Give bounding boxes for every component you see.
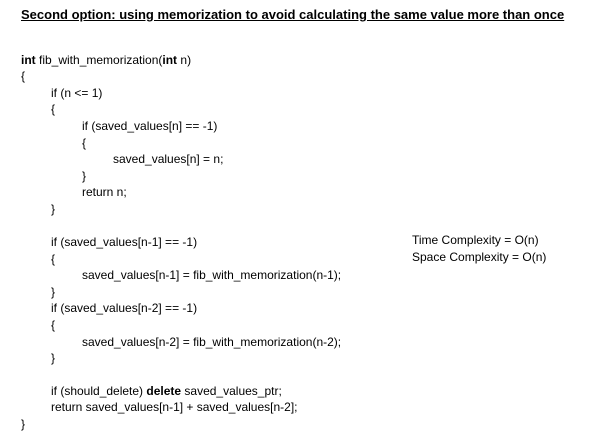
delete-line: if (should_delete) delete saved_values_p… (51, 384, 282, 398)
code-line: } (51, 351, 56, 365)
code-line: saved_values[n] = n; (113, 152, 224, 166)
code-line: saved_values[n-2] = fib_with_memorizatio… (82, 335, 342, 349)
signature-param: n) (177, 53, 192, 67)
code-line: } (82, 169, 87, 183)
time-complexity: Time Complexity = O(n) (412, 233, 539, 247)
code-line: if (saved_values[n-1] == -1) (51, 235, 198, 249)
code-line: { (21, 69, 26, 83)
keyword-delete: delete (146, 384, 182, 398)
function-signature: int fib_with_memorization(int n) (21, 53, 191, 67)
delete-condition: if (should_delete) (51, 384, 147, 398)
code-line: { (82, 136, 87, 150)
code-line: { (51, 318, 56, 332)
code-line: } (51, 285, 56, 299)
code-line: { (51, 252, 56, 266)
delete-target: saved_values_ptr; (181, 384, 282, 398)
code-line: { (51, 102, 56, 116)
keyword-int: int (21, 53, 36, 67)
code-line: if (saved_values[n-2] == -1) (51, 301, 198, 315)
code-line: } (21, 417, 26, 431)
code-line: } (51, 202, 56, 216)
return-line: return saved_values[n-1] + saved_values[… (51, 400, 298, 414)
code-line: if (saved_values[n] == -1) (82, 119, 218, 133)
space-complexity: Space Complexity = O(n) (412, 250, 547, 264)
code-line: if (n <= 1) (51, 86, 103, 100)
code-line: return n; (82, 185, 127, 199)
signature-name: fib_with_memorization( (35, 53, 163, 67)
page-title: Second option: using memorization to avo… (21, 7, 565, 22)
keyword-int-param: int (162, 53, 178, 67)
code-line: saved_values[n-1] = fib_with_memorizatio… (82, 268, 342, 282)
